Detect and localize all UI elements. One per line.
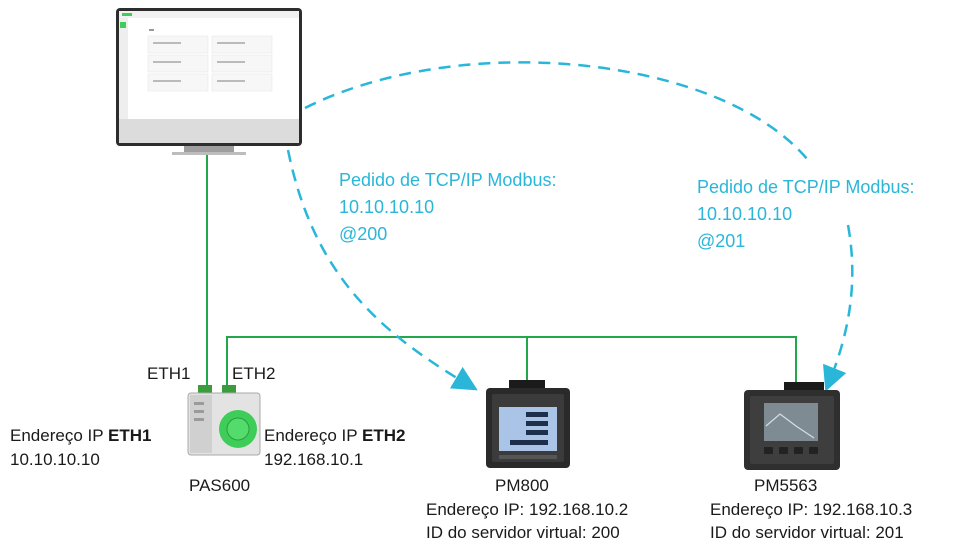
pm800-meter-icon [486, 380, 570, 468]
eth2-ip-value: 192.168.10.1 [264, 450, 364, 469]
gateway-name: PAS600 [189, 476, 251, 495]
modbus-request-label-1: Pedido de TCP/IP Modbus: 10.10.10.10 @20… [339, 167, 556, 248]
screen-tiles [147, 35, 273, 92]
eth2-bus [226, 336, 797, 388]
request-unit-id: @200 [339, 224, 388, 244]
pm800-ip: Endereço IP: 192.168.10.2 [426, 500, 629, 519]
eth1-ip-prefix: Endereço IP [10, 426, 104, 445]
pm5563-meter-icon [744, 382, 840, 470]
eth1-ip-label: Endereço IP ETH1 [10, 424, 151, 448]
modbus-request-arrows [286, 61, 854, 392]
pm5563-ip: Endereço IP: 192.168.10.3 [710, 500, 913, 519]
pas600-gateway-icon [187, 385, 261, 456]
eth2-ip-label: Endereço IP ETH2 [264, 424, 405, 448]
request-title: Pedido de TCP/IP Modbus: [339, 170, 557, 190]
eth2-ip-bold: ETH2 [362, 426, 406, 445]
eth1-ip-value: 10.10.10.10 [10, 450, 100, 469]
eth1-ip-bold: ETH1 [108, 426, 152, 445]
eth1-port-label: ETH1 [147, 364, 191, 383]
pm5563-server-id: ID do servidor virtual: 201 [710, 523, 904, 542]
ethernet-links [206, 148, 797, 388]
modbus-request-label-2: Pedido de TCP/IP Modbus: 10.10.10.10 @20… [697, 174, 914, 255]
monitor-icon [116, 8, 302, 155]
pm800-server-id: ID do servidor virtual: 200 [426, 523, 620, 542]
request-address: 10.10.10.10 [697, 204, 793, 224]
request-arrow-pm5563 [304, 61, 809, 161]
eth2-port-label: ETH2 [232, 364, 276, 383]
request-title: Pedido de TCP/IP Modbus: [697, 177, 915, 197]
eth2-ip-prefix: Endereço IP [264, 426, 358, 445]
request-arrow-pm800 [286, 149, 478, 391]
pm5563-name: PM5563 [754, 476, 818, 495]
request-unit-id: @201 [697, 231, 746, 251]
request-address: 10.10.10.10 [339, 197, 435, 217]
pm800-name: PM800 [495, 476, 549, 495]
